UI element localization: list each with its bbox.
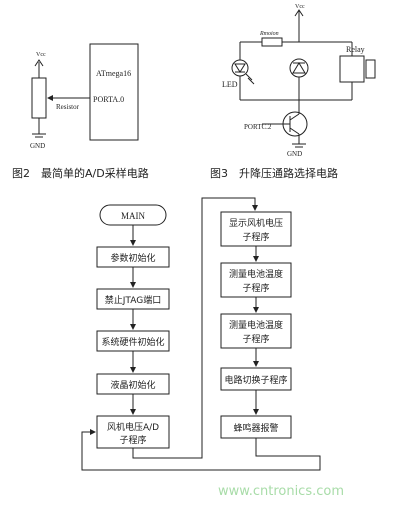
atmega16-chip	[89, 43, 139, 141]
diode-symbol	[289, 58, 309, 78]
flow-r4-label: 电路切换子程序	[224, 374, 287, 386]
relay-coil	[339, 55, 365, 83]
fig2-resistor-label: Resistor	[56, 103, 80, 111]
flow-show-voltage	[220, 211, 292, 247]
figure-3-circuit	[231, 9, 376, 148]
flow-step-1-label: 参数初始化	[110, 252, 155, 264]
fig3-vcc-label: Vcc	[295, 4, 305, 10]
flow-step-3-label: 系统硬件初始化	[101, 336, 164, 348]
flow-r1-label-2: 子程序	[242, 231, 269, 243]
fig3-caption: 图3 升降压通路选择电路	[210, 166, 338, 180]
fig3-r-label: Rmoion	[259, 31, 279, 37]
fig2-port-label: PORTA.0	[93, 95, 124, 104]
flow-adc-label-1: 风机电压A/D	[107, 421, 159, 433]
fig3-port-label: PORTC.2	[244, 123, 272, 131]
flow-step-2-label: 禁止JTAG端口	[105, 294, 161, 306]
potentiometer	[31, 77, 47, 119]
flow-connector-loop-back	[81, 429, 321, 471]
flow-r1-label-1: 显示风机电压	[229, 217, 283, 229]
flow-adc-sub	[96, 415, 170, 449]
flow-adc-label-2: 子程序	[119, 434, 146, 446]
flow-connector-left-to-right	[132, 197, 258, 459]
flow-measure-temp-1	[220, 262, 292, 298]
fig2-gnd-label: GND	[30, 142, 45, 150]
fig2-vcc-label: Vcc	[36, 52, 46, 58]
resistor-rmoion	[261, 37, 283, 47]
flow-r2-label-2: 子程序	[242, 282, 269, 294]
fig3-gnd-label: GND	[287, 150, 302, 158]
flow-main-label: MAIN	[121, 211, 145, 221]
flow-r5-label: 蜂鸣器报警	[233, 422, 278, 434]
flow-r3-label-1: 测量电池温度	[229, 319, 283, 331]
fig3-relay-label: Relay	[346, 45, 365, 54]
led-symbol	[231, 59, 249, 77]
flow-measure-temp-2	[220, 313, 292, 349]
flow-r3-label-2: 子程序	[242, 333, 269, 345]
fig3-led-label: LED	[222, 80, 238, 89]
fig2-chip-label: ATmega16	[96, 69, 131, 78]
figure-2-circuit	[31, 43, 139, 141]
fig2-caption: 图2 最简单的A/D采样电路	[12, 166, 149, 180]
flow-step-4-label: 液晶初始化	[110, 379, 155, 391]
flow-r2-label-1: 测量电池温度	[229, 268, 283, 280]
watermark: www.cntronics.com	[218, 484, 344, 499]
